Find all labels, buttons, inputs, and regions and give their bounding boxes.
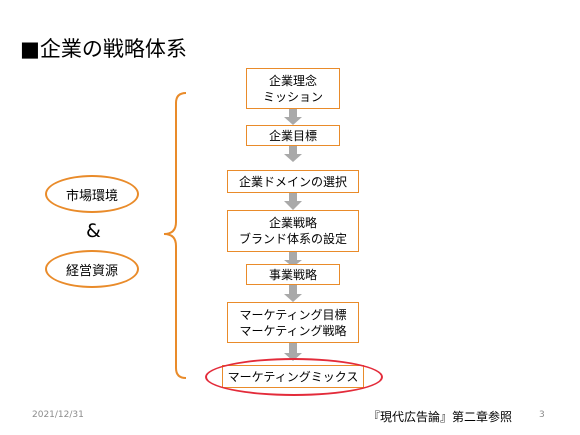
ampersand-label: & [86,220,101,242]
flow-box-business-strategy: 事業戦略 [246,264,340,285]
flow-arrow [284,146,302,162]
flow-box-corporate-goal: 企業目標 [246,125,340,146]
flow-arrow [284,252,302,267]
bracket-shape [163,92,187,379]
flow-box-line: ミッション [262,89,323,104]
management-resources-label: 経営資源 [65,263,118,279]
flow-box-line: マーケティング戦略 [239,323,347,338]
page-number: 3 [539,410,545,420]
flow-box-marketing-goal-strategy: マーケティング目標 マーケティング戦略 [227,302,359,343]
footer-date: 2021/12/31 [32,410,84,420]
flow-box-line: 企業ドメインの選択 [238,174,347,189]
flow-box-line: 企業目標 [268,128,317,143]
flow-arrow [284,285,302,302]
flow-box-corporate-philosophy: 企業理念 ミッション [246,68,340,109]
flow-box-line: 企業理念 [268,73,317,88]
flow-box-line: 事業戦略 [268,267,317,282]
market-environment-oval: 市場環境 [45,175,139,213]
flow-box-line: マーケティング目標 [239,307,347,322]
marketing-mix-highlight-oval [205,358,383,396]
flow-box-corporate-strategy: 企業戦略 ブランド体系の設定 [227,210,359,252]
slide-title: ■企業の戦略体系 [20,37,187,61]
market-environment-label: 市場環境 [65,188,118,204]
footer-reference: 『現代広告論』第二章参照 [368,410,513,424]
flow-arrow [284,193,302,210]
flow-box-line: 企業戦略 [268,216,317,230]
flow-box-line: ブランド体系の設定 [238,232,347,246]
flow-box-domain-selection: 企業ドメインの選択 [227,170,359,193]
flow-arrow [284,109,302,125]
management-resources-oval: 経営資源 [45,250,139,288]
flow-arrow [284,343,302,361]
